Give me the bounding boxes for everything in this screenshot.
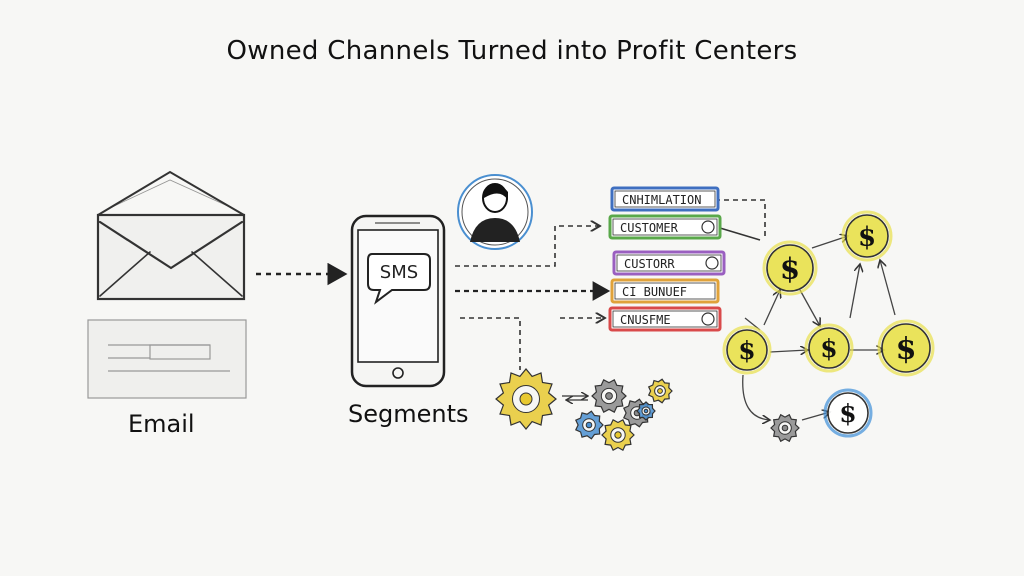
coin-network: $ $ $ $ $ $ <box>722 210 935 438</box>
dollar-coin-icon: $ <box>877 319 935 377</box>
email-label: Email <box>128 410 195 438</box>
sms-label: SMS <box>380 262 418 283</box>
email-form-sketch <box>87 319 247 399</box>
dollar-coin-icon: $ <box>823 388 873 438</box>
gear-arrows <box>562 396 588 400</box>
gear-icon <box>574 410 604 440</box>
connector-lines <box>455 199 766 370</box>
gear-icon <box>591 378 627 414</box>
segment-bar: CI BUNUEF <box>610 278 720 304</box>
dollar-sign: $ <box>820 334 837 363</box>
sms-bubble: SMS <box>367 253 431 305</box>
dollar-sign: $ <box>858 222 876 252</box>
gear-icon <box>495 368 557 430</box>
diagram-title: Owned Channels Turned into Profit Center… <box>226 36 798 66</box>
segment-bar-label: CI BUNUEF <box>622 285 687 299</box>
dollar-sign: $ <box>780 251 800 285</box>
segment-bar-label: CNHIMLATION <box>622 193 701 207</box>
gears-cluster <box>495 368 800 452</box>
segment-bar-label: CUSTORR <box>624 257 675 271</box>
dollar-sign: $ <box>839 399 856 428</box>
gear-icon <box>647 378 673 404</box>
segment-bar-label: CUSTOMER <box>620 221 679 235</box>
segments-label: Segments <box>348 400 469 428</box>
gear-icon <box>770 413 800 443</box>
dollar-coin-icon: $ <box>804 323 854 373</box>
dollar-coin-icon: $ <box>722 325 772 375</box>
phone-icon <box>350 214 446 388</box>
gear-icon <box>636 401 656 421</box>
segment-bar-label: CNUSFME <box>620 313 671 327</box>
dollar-coin-icon: $ <box>762 240 818 296</box>
dollar-sign: $ <box>738 336 755 365</box>
segment-bars: CNHIMLATION CUSTOMER CUSTORR CI BUNUEF CNUSF… <box>608 186 726 332</box>
segment-bar: CUSTORR <box>612 250 726 276</box>
segment-bar: CNHIMLATION <box>610 186 720 212</box>
segment-bar: CNUSFME <box>608 306 722 332</box>
gear-icon <box>601 418 635 452</box>
dollar-sign: $ <box>896 332 917 367</box>
envelope-icon <box>96 170 246 301</box>
segment-bar: CUSTOMER <box>608 214 722 240</box>
avatar-icon <box>457 174 533 250</box>
dollar-coin-icon: $ <box>841 210 893 262</box>
